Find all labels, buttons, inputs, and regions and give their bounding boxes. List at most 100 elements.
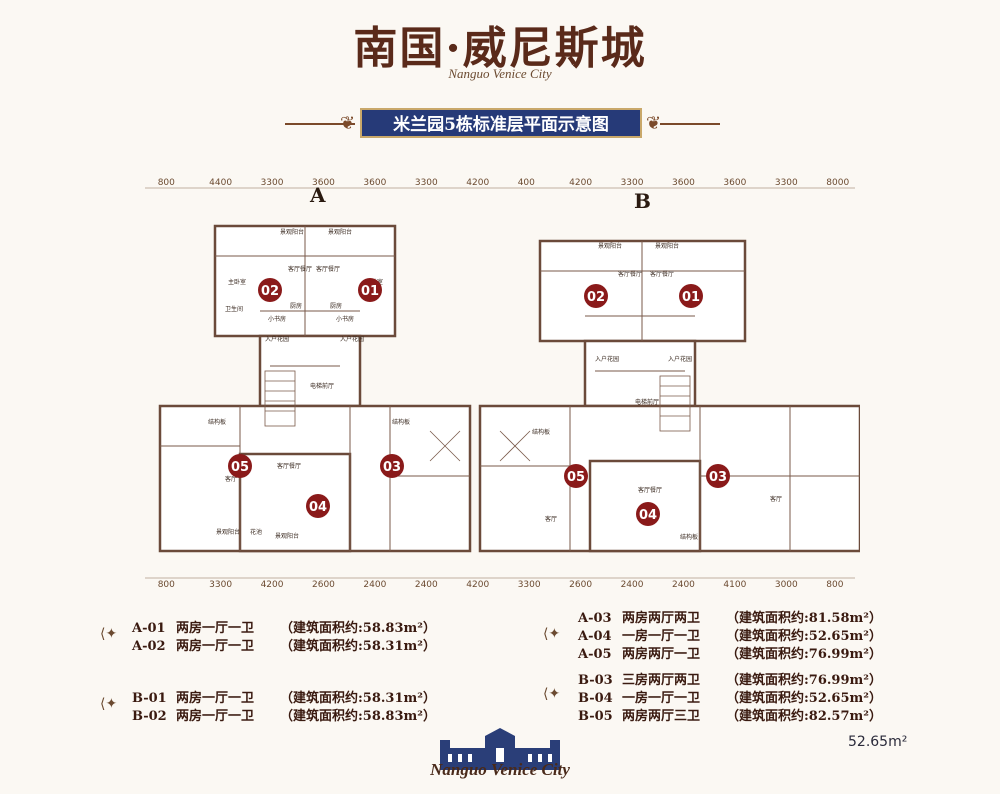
dimension-label: 3600 (363, 178, 386, 188)
room-elevator-hall: 电梯前厅 (635, 398, 659, 406)
legend-type: 一房一厅一卫 (622, 629, 701, 644)
room-entry-garden: 入户花园 (595, 355, 619, 363)
room-structure-board: 结构板 (392, 418, 410, 426)
legend-type: 两房两厅三卫 (622, 709, 701, 724)
legend-ornament-icon: ⟨✦ (543, 686, 561, 702)
svg-text:03: 03 (383, 460, 401, 475)
room-living: 客厅 (770, 495, 782, 503)
legend-type: 两房一厅一卫 (176, 709, 255, 724)
block-b-label: B (634, 189, 651, 213)
legend-code: B-01 (132, 691, 167, 706)
svg-text:01: 01 (361, 284, 379, 299)
ornament-left-icon: ❦ (340, 113, 356, 134)
dimension-label: 2400 (415, 580, 438, 588)
room-kitchen: 厨房 (290, 302, 302, 310)
legend-type: 三房两厅两卫 (622, 673, 701, 688)
dimension-label: 4200 (569, 178, 592, 188)
unit-badge: 04 (636, 502, 660, 526)
dimension-lines (145, 187, 855, 579)
block-a (158, 224, 472, 553)
room-living-dining: 客厅餐厅 (288, 265, 312, 273)
legend-code: B-02 (132, 709, 167, 724)
room-view-balcony: 景观阳台 (655, 242, 679, 250)
room-living-dining: 客厅餐厅 (316, 265, 340, 273)
dimension-label: 3300 (621, 178, 644, 188)
title-script: Nanguo Venice City (448, 66, 552, 81)
legend-area: （建筑面积约:52.65m²） (726, 629, 882, 644)
banner-line-right (660, 123, 720, 125)
legend-row: B-04 一房一厅一卫 （建筑面积约:52.65m²） (578, 690, 882, 708)
room-living-dining: 客厅餐厅 (618, 270, 642, 278)
legend-type: 一房一厅一卫 (622, 691, 701, 706)
legend-area: （建筑面积约:58.83m²） (280, 709, 436, 724)
legend-type: 两房两厅两卫 (622, 611, 701, 626)
dimension-label: 3600 (672, 178, 695, 188)
room-elevator-hall: 电梯前厅 (310, 382, 334, 390)
room-bath: 卫生间 (225, 305, 243, 313)
dimension-label: 3300 (518, 580, 541, 588)
room-living-dining: 客厅餐厅 (638, 486, 662, 494)
dimension-label: 2400 (621, 580, 644, 588)
svg-text:02: 02 (587, 290, 605, 305)
legend-area: （建筑面积约:82.57m²） (726, 709, 882, 724)
room-living: 客厅 (545, 515, 557, 523)
dimension-label: 3000 (775, 580, 798, 588)
svg-text:01: 01 (682, 290, 700, 305)
unit-badge: 02 (258, 278, 282, 302)
dimension-label: 2400 (363, 580, 386, 588)
legend-type: 两房一厅一卫 (176, 691, 255, 706)
dimension-label: 4200 (466, 580, 489, 588)
dimension-label: 2600 (569, 580, 592, 588)
room-structure-board: 结构板 (680, 533, 698, 541)
legend-row: B-02 两房一厅一卫 （建筑面积约:58.83m²） (132, 708, 436, 726)
svg-text:05: 05 (231, 460, 249, 475)
legend-type: 两房两厅一卫 (622, 647, 701, 662)
unit-badge: 01 (358, 278, 382, 302)
room-kitchen: 厨房 (330, 302, 342, 310)
dimension-label: 3300 (415, 178, 438, 188)
room-entry-garden: 入户花园 (668, 355, 692, 363)
page-title: 南国·威尼斯城 (353, 23, 647, 74)
unit-badge: 05 (228, 454, 252, 478)
svg-text:04: 04 (639, 508, 657, 523)
room-view-balcony: 景观阳台 (216, 528, 240, 536)
room-living-dining: 客厅餐厅 (277, 462, 301, 470)
legend-ornament-icon: ⟨✦ (543, 626, 561, 642)
legend-code: A-01 (132, 621, 166, 636)
dimension-label: 800 (826, 580, 843, 588)
unit-badge: 01 (679, 284, 703, 308)
interior-walls (160, 226, 860, 551)
room-entry-garden: 入户花园 (340, 335, 364, 343)
room-view-balcony: 景观阳台 (280, 228, 304, 236)
room-view-balcony: 景观阳台 (328, 228, 352, 236)
legend-code: B-04 (578, 691, 613, 706)
room-study: 小书房 (268, 315, 286, 323)
unit-badge: 05 (564, 464, 588, 488)
dimension-label: 4200 (261, 580, 284, 588)
legend-type: 两房一厅一卫 (176, 621, 255, 636)
room-view-balcony: 景观阳台 (275, 532, 299, 540)
footer-brand-text: Nanguo Venice City (430, 760, 570, 779)
legend-area: （建筑面积约:52.65m²） (726, 691, 882, 706)
plan-banner: 米兰园5栋标准层平面示意图 (360, 108, 642, 138)
unit-badge: 03 (380, 454, 404, 478)
dimension-label: 2400 (672, 580, 695, 588)
room-structure-board: 结构板 (208, 418, 226, 426)
dimension-label: 3600 (312, 178, 335, 188)
legend-code: A-05 (578, 647, 612, 662)
svg-text:05: 05 (567, 470, 585, 485)
dimension-label: 8000 (826, 178, 849, 188)
room-study: 小书房 (336, 315, 354, 323)
